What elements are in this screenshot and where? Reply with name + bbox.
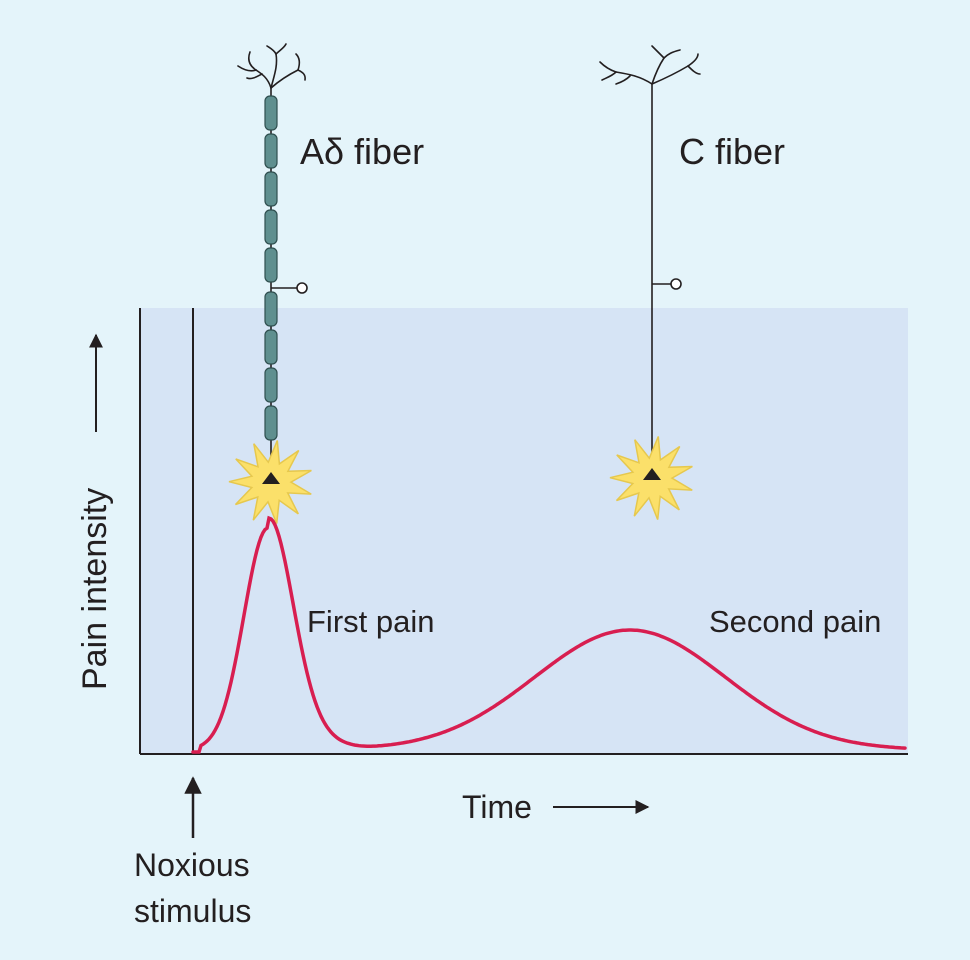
x-axis-label: Time [462, 789, 532, 825]
second-pain-label: Second pain [709, 604, 881, 639]
a-delta-fiber-label: Aδ fiber [300, 131, 424, 172]
stimulus-label-line1: Noxious [134, 847, 250, 883]
c-fiber-spark-icon [609, 436, 693, 520]
a-delta-spark-icon [228, 440, 312, 524]
c-fiber-label: C fiber [679, 131, 785, 172]
first-pain-label: First pain [307, 604, 434, 639]
stimulus-label-line2: stimulus [134, 893, 251, 929]
pain-intensity-curve [191, 515, 907, 754]
y-axis-label: Pain intensity [76, 488, 114, 690]
c-neuron-icon [599, 45, 701, 472]
a-delta-neuron-icon [237, 43, 308, 468]
